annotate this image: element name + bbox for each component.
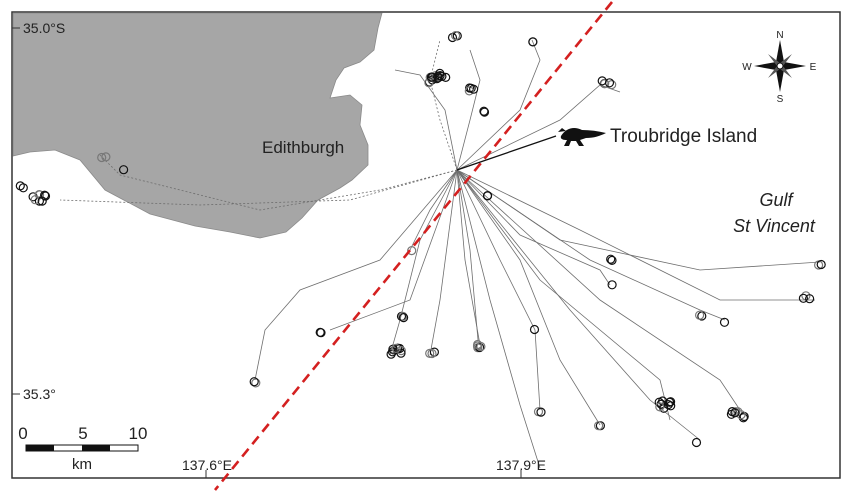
dive-location: [433, 71, 443, 81]
dive-location: [39, 190, 50, 200]
colony-pointer-line: [456, 135, 557, 171]
foraging-track: [456, 169, 611, 286]
dive-location: [118, 165, 129, 175]
dive-location: [694, 310, 705, 320]
dive-location: [437, 71, 447, 82]
dive-location: [816, 259, 826, 270]
foraging-track: [456, 169, 541, 469]
dive-location: [316, 328, 326, 338]
dive-location: [391, 343, 401, 353]
foraging-track: [456, 169, 815, 301]
dive-location: [28, 192, 38, 202]
compass-south: S: [777, 94, 784, 105]
dive-location: [607, 79, 617, 90]
lon-label-left: 137.6°E: [182, 457, 232, 473]
dive-location: [407, 246, 417, 256]
dive-location: [607, 255, 617, 265]
foraging-track: [429, 39, 458, 171]
foraging-track: [456, 169, 726, 321]
dive-location: [593, 421, 604, 431]
compass-rose: N S E W: [742, 30, 816, 105]
dive-location: [536, 407, 546, 417]
foraging-track: [394, 69, 458, 171]
dive-location: [528, 37, 538, 47]
foraging-track: [456, 49, 481, 171]
foraging-track: [456, 169, 479, 341]
compass-east: E: [810, 62, 817, 73]
foraging-track: [456, 169, 671, 421]
foraging-track: [456, 169, 541, 411]
dive-location: [475, 342, 485, 353]
dive-location: [665, 397, 676, 407]
dive-location: [607, 280, 617, 290]
dive-location: [451, 30, 461, 41]
dive-location: [606, 254, 616, 264]
foraging-track: [99, 154, 458, 211]
dive-location: [399, 313, 409, 323]
dive-locations: [15, 30, 826, 448]
dive-location: [655, 402, 665, 412]
lon-label-right: 137.9°E: [496, 457, 546, 473]
scale-tick-0: 0: [18, 424, 27, 443]
foraging-track: [254, 169, 458, 381]
dive-location: [597, 76, 607, 86]
dive-location: [30, 195, 40, 205]
dive-location: [97, 152, 107, 163]
dive-location: [424, 78, 434, 88]
dive-location: [429, 347, 439, 357]
dive-location: [34, 196, 45, 206]
foraging-track: [329, 169, 458, 331]
compass-north: N: [776, 30, 783, 41]
dive-location: [479, 106, 489, 116]
foraging-track: [456, 169, 701, 441]
penguin-icon: [558, 128, 606, 146]
foraging-track: [429, 169, 458, 356]
water-label-line1: Gulf: [759, 190, 794, 210]
dive-location: [398, 311, 408, 321]
colony-label: Troubridge Island: [610, 126, 757, 147]
lat-label-bottom: 35.3°: [23, 386, 56, 402]
foraging-track: [456, 39, 541, 171]
dive-location: [738, 413, 749, 423]
dive-location: [663, 400, 674, 410]
dive-location: [396, 348, 406, 358]
dive-location: [37, 196, 47, 206]
foraging-track: [389, 169, 458, 356]
dive-location: [386, 349, 396, 359]
place-label-edithburgh: Edithburgh: [262, 138, 344, 157]
foraging-track: [456, 169, 601, 426]
water-label-line2: St Vincent: [733, 216, 816, 236]
scale-tick-5: 5: [78, 424, 87, 443]
dive-location: [473, 339, 483, 350]
dive-location: [798, 293, 809, 303]
scale-tick-10: 10: [129, 424, 148, 443]
dive-location: [426, 72, 436, 82]
dive-location: [465, 83, 475, 93]
dive-location: [719, 317, 730, 327]
dive-location: [529, 324, 540, 335]
dive-location: [804, 294, 815, 304]
dive-location: [18, 183, 28, 193]
dive-location: [101, 152, 111, 162]
dive-location: [730, 408, 740, 418]
scale-unit: km: [72, 456, 92, 473]
dive-location: [691, 437, 702, 448]
landmass: [12, 12, 383, 239]
compass-west: W: [742, 62, 752, 73]
foraging-track: [456, 169, 481, 346]
dive-location: [251, 378, 261, 388]
foraging-track: [456, 169, 741, 411]
dive-location: [483, 191, 493, 201]
lat-label-top: 35.0°S: [23, 20, 65, 36]
divider-line: [213, 1, 614, 491]
dive-location: [464, 86, 474, 96]
dive-location: [249, 377, 259, 387]
dive-location: [427, 348, 437, 359]
scale-bar: 0 5 10 km: [18, 424, 147, 473]
foraging-track: [409, 169, 458, 251]
dive-location: [600, 78, 610, 89]
dive-location: [469, 84, 479, 94]
dive-location: [736, 410, 746, 420]
